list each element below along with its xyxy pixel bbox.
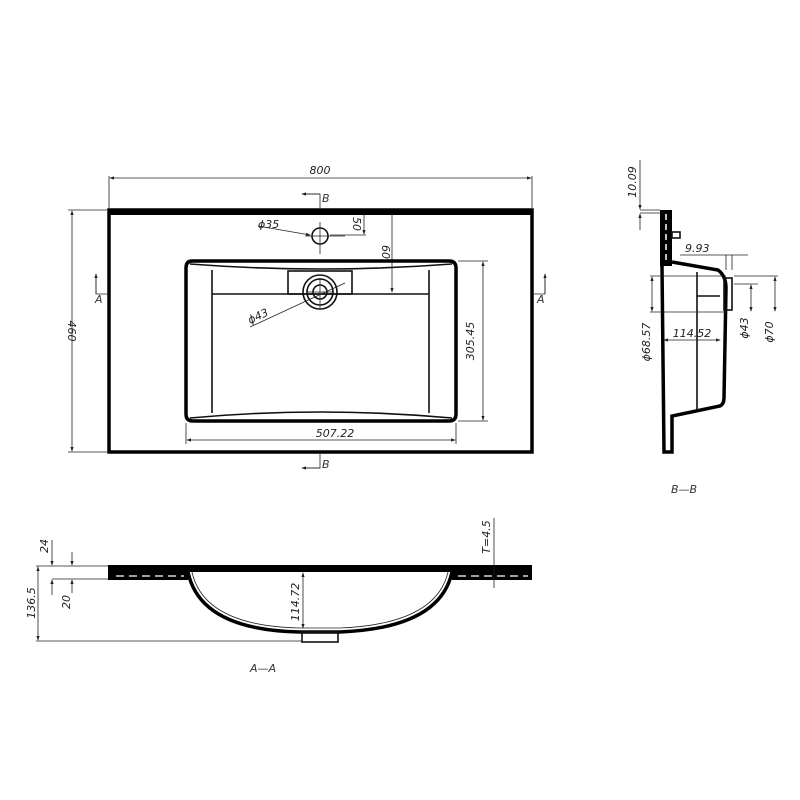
dim-drain-bb: ϕ43: [738, 317, 751, 338]
section-bb: 10.09 9.93 ϕ68.57 114.52 ϕ43 ϕ70 B—B: [626, 160, 778, 496]
section-b-top: B: [322, 192, 330, 205]
section-bb-label: B—B: [671, 483, 697, 496]
dim-tap-offset: 50: [350, 217, 363, 231]
section-aa-label: A—A: [249, 662, 276, 675]
section-aa: 24 20 136.5 114.72 T=4.5 A—A: [25, 518, 532, 675]
dim-bowl-width: 507.22: [316, 427, 355, 440]
section-b-bottom: B: [322, 458, 330, 471]
dim-bowl-offset: 60: [379, 245, 392, 259]
plan-view: 800 460 A A B B ϕ35 50 60: [65, 164, 547, 471]
drain: [302, 274, 338, 310]
dim-tap-hole: ϕ35: [258, 218, 279, 231]
dim-top-offset: 10.09: [626, 166, 639, 198]
bowl-outline: [184, 259, 458, 423]
dim-rim-inner: 20: [60, 595, 73, 609]
dim-depth: 460: [65, 321, 78, 342]
section-a-right: A: [536, 293, 545, 306]
dim-overflow-offset: 9.93: [685, 242, 710, 255]
dim-rim-outer: 24: [38, 539, 51, 553]
dim-bowl-depth-aa: 114.72: [289, 583, 302, 622]
dim-drain-outer: ϕ68.57: [640, 323, 653, 362]
dim-bowl-depth: 305.45: [464, 322, 477, 361]
dim-drain-flange: ϕ70: [763, 321, 776, 342]
section-a-left: A: [94, 293, 103, 306]
dim-bowl-depth-bb: 114.52: [673, 327, 712, 340]
dim-total-height: 136.5: [25, 587, 38, 619]
dim-wall-thickness: T=4.5: [480, 520, 493, 553]
bowl-section: [186, 571, 454, 634]
dim-width: 800: [310, 164, 331, 177]
